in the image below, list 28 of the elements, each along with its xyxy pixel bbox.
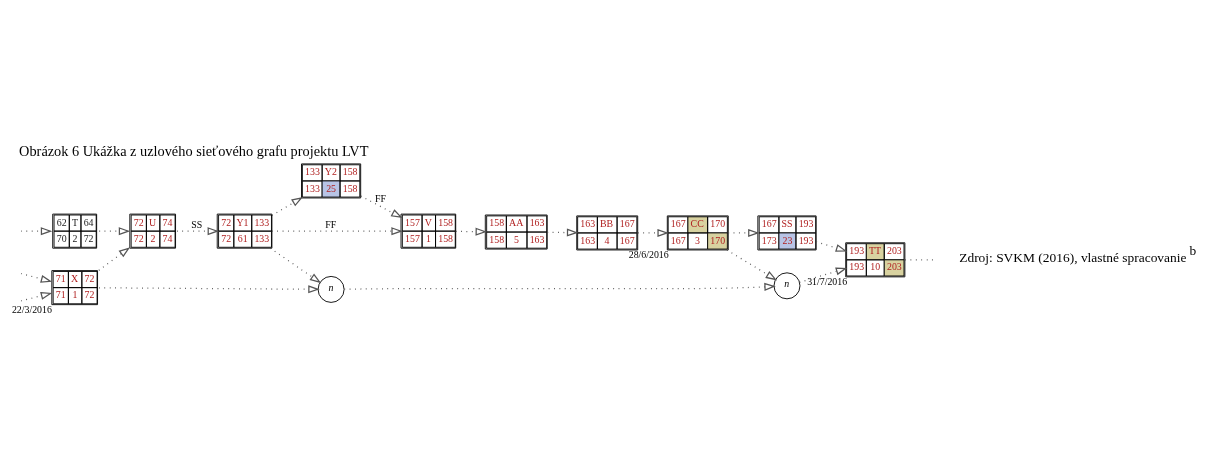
arrow [726, 249, 778, 281]
arrow [271, 227, 403, 236]
arrow [98, 247, 131, 271]
node-circle: n [317, 275, 345, 303]
arrow [20, 227, 53, 236]
arrow [360, 195, 403, 219]
arrow [546, 228, 579, 237]
node-label: 28/6/2016 [628, 248, 669, 260]
arrow [798, 267, 848, 283]
arrow [815, 241, 848, 252]
edge-label: SS [191, 219, 203, 231]
arrow [98, 227, 131, 236]
arrow [20, 272, 53, 283]
node-label: 22/3/2016 [11, 303, 52, 315]
edge-label: FF [375, 193, 386, 205]
arrow [455, 227, 488, 236]
arrow [20, 291, 53, 302]
node-circle: n [773, 272, 801, 300]
node-label: 31/7/2016 [807, 275, 848, 287]
diagram-title: Obrázok 6 Ukážka z uzlového sieťového grafu projektu LVT [19, 142, 369, 159]
arrow [176, 227, 220, 236]
arrow [269, 247, 322, 284]
arrow [727, 228, 760, 237]
arrow [637, 228, 669, 237]
arrow [343, 282, 776, 291]
arrow [271, 197, 303, 216]
arrow [98, 285, 320, 294]
edge-label: FF [325, 219, 337, 231]
